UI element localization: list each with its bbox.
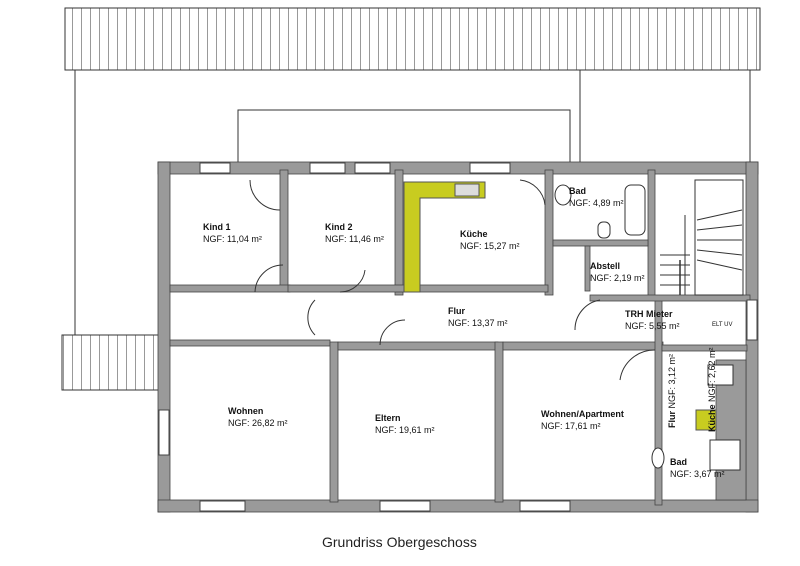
room-flur-small: Flur NGF: 3,12 m² bbox=[667, 353, 677, 428]
fixtures bbox=[554, 184, 741, 471]
roof-terrace bbox=[61, 7, 761, 391]
kitchen-counter bbox=[403, 181, 717, 431]
room-kueche-small: Küche NGF: 2,62 m² bbox=[707, 347, 717, 432]
doors bbox=[249, 179, 656, 381]
plan-caption: Grundriss Obergeschoss bbox=[322, 534, 477, 550]
elt-uv-label: ELT UV bbox=[712, 322, 733, 328]
walls bbox=[157, 161, 759, 513]
staircase bbox=[660, 179, 744, 296]
windows bbox=[158, 162, 758, 512]
